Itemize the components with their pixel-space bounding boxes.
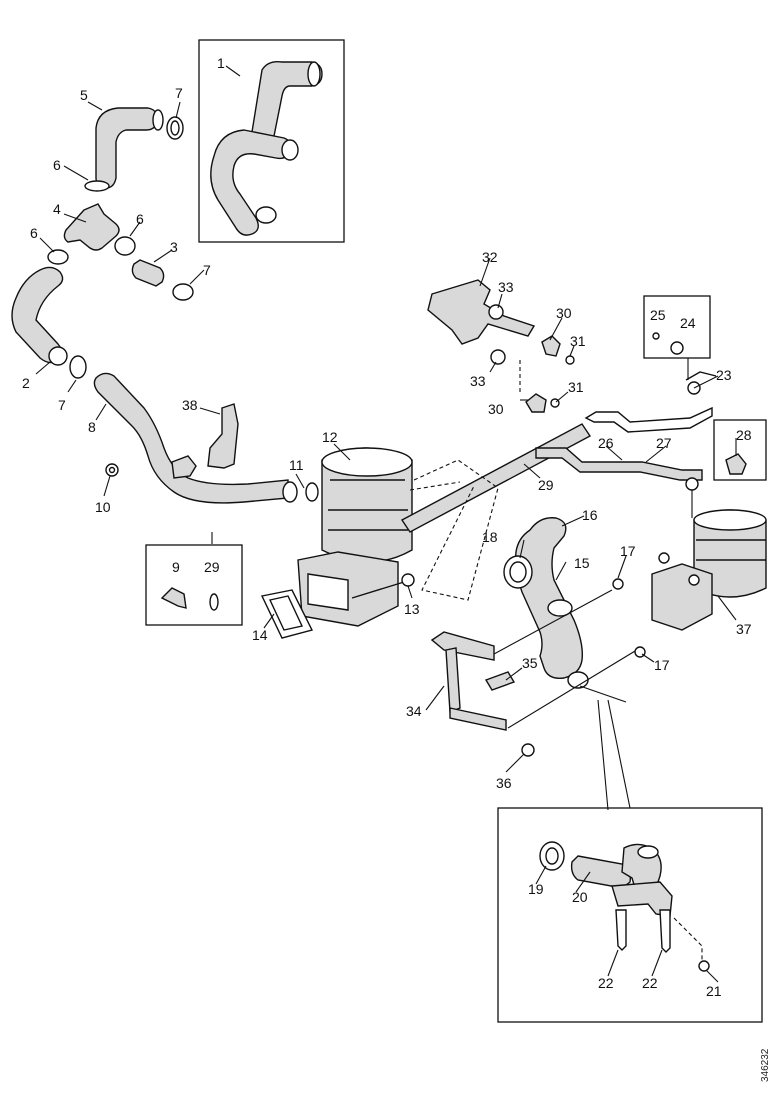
callout-22: 22	[642, 975, 658, 991]
callout-2: 2	[22, 375, 30, 391]
callout-21: 21	[706, 983, 722, 999]
hose-8	[93, 372, 319, 504]
callout-22: 22	[598, 975, 614, 991]
callout-labels: 1 5 7 6 4 6 6 3 7 2 7 8 38 10 11 12 9 29…	[22, 55, 752, 999]
callout-34: 34	[406, 703, 422, 719]
bracket-34	[430, 631, 535, 757]
callout-36: 36	[496, 775, 512, 791]
callout-17: 17	[620, 543, 636, 559]
tank-37	[651, 509, 767, 631]
callout-6: 6	[53, 157, 61, 173]
callout-38: 38	[182, 397, 198, 413]
callout-4: 4	[53, 201, 61, 217]
callout-16: 16	[582, 507, 598, 523]
callout-20: 20	[572, 889, 588, 905]
callout-15: 15	[574, 555, 590, 571]
callout-31: 31	[570, 333, 586, 349]
nut-10	[105, 463, 119, 477]
callout-3: 3	[170, 239, 178, 255]
callout-25: 25	[650, 307, 666, 323]
callout-26: 26	[598, 435, 614, 451]
callout-32: 32	[482, 249, 498, 265]
callout-35: 35	[522, 655, 538, 671]
callout-29: 29	[538, 477, 554, 493]
callout-28: 28	[736, 427, 752, 443]
pipe-26-27	[535, 447, 703, 491]
inset-19-22	[497, 807, 763, 1023]
callout-14: 14	[252, 627, 268, 643]
hose-15-16	[503, 517, 589, 689]
callout-31: 31	[568, 379, 584, 395]
callout-11: 11	[289, 457, 304, 473]
callout-23: 23	[716, 367, 732, 383]
inset-24-25	[643, 295, 711, 359]
callout-30: 30	[556, 305, 572, 321]
callout-8: 8	[88, 419, 96, 435]
callout-29: 29	[204, 559, 220, 575]
callout-37: 37	[736, 621, 752, 637]
callout-12: 12	[322, 429, 338, 445]
callout-27: 27	[656, 435, 672, 451]
image-id: 346232	[760, 1048, 771, 1082]
callout-33: 33	[470, 373, 486, 389]
callout-10: 10	[95, 499, 111, 515]
heater-unit-12	[260, 447, 415, 639]
inset-1-hose-assembly	[198, 39, 345, 243]
inset-9-29	[145, 544, 243, 626]
callout-5: 5	[80, 87, 88, 103]
callout-13: 13	[404, 601, 420, 617]
callout-9: 9	[172, 559, 180, 575]
leader-lines	[35, 65, 737, 983]
callout-7: 7	[58, 397, 66, 413]
inset-28	[713, 419, 767, 481]
callout-6: 6	[136, 211, 144, 227]
bracket-32	[427, 279, 575, 413]
callout-7: 7	[175, 85, 183, 101]
callout-7: 7	[203, 262, 211, 278]
upper-hose-group	[11, 107, 194, 379]
callout-19: 19	[528, 881, 544, 897]
bracket-38	[171, 403, 239, 479]
callout-33: 33	[498, 279, 514, 295]
callout-18: 18	[482, 529, 498, 545]
callout-17: 17	[654, 657, 670, 673]
callout-1: 1	[217, 55, 225, 71]
callout-30: 30	[488, 401, 504, 417]
callout-6: 6	[30, 225, 38, 241]
callout-24: 24	[680, 315, 696, 331]
